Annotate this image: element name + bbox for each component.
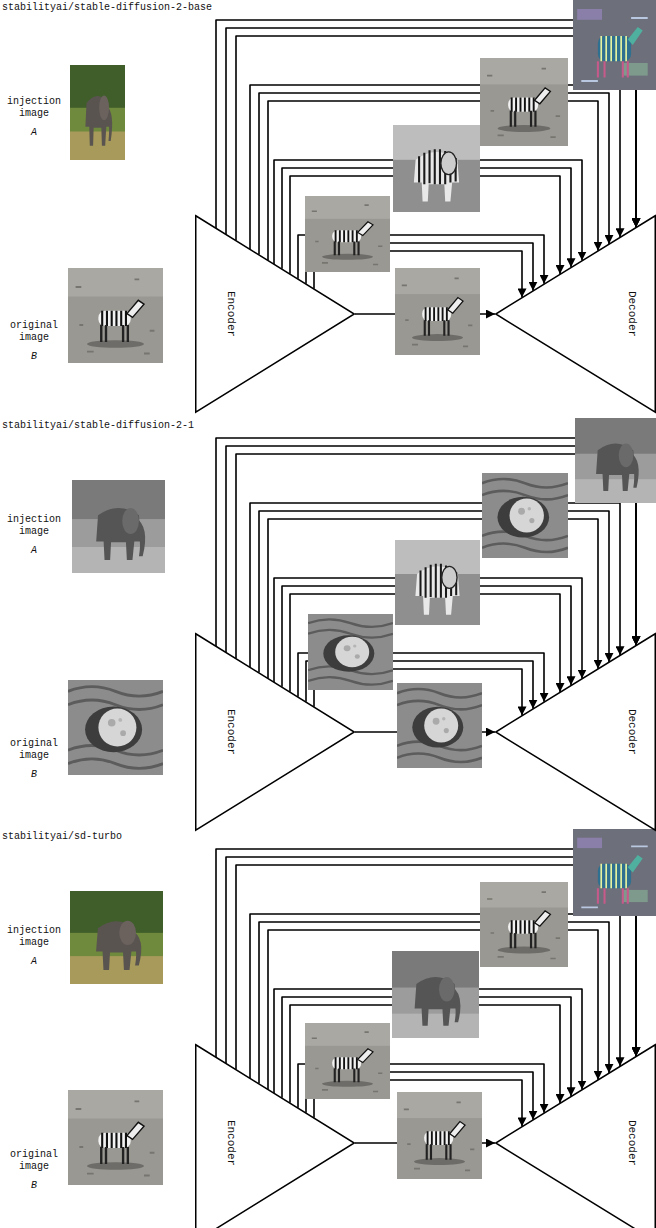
triangle-shape (496, 634, 656, 831)
injection-image (72, 480, 165, 573)
feature-image (305, 196, 390, 272)
decoder-label: Decoder (626, 1120, 638, 1166)
feature-image (482, 473, 568, 558)
image-caption: original image (2, 1149, 66, 1173)
bottleneck-image (397, 1092, 482, 1179)
triangle-shape (196, 634, 355, 831)
bottleneck-image (397, 683, 482, 768)
decoder-label: Decoder (626, 709, 638, 755)
encoder-label: Encoder (225, 1120, 237, 1166)
injection-image (70, 65, 125, 160)
image-symbol: B (2, 351, 66, 363)
feature-image (395, 540, 480, 625)
feature-image (393, 125, 480, 212)
image-caption: original image (2, 320, 66, 344)
encoder-block: Encoder (195, 633, 355, 831)
skip-connection (216, 438, 636, 646)
model-title: stabilityai/sd-turbo (2, 831, 122, 843)
triangle-shape (496, 1045, 656, 1228)
feature-image (573, 829, 656, 916)
decoder-label: Decoder (626, 291, 638, 337)
triangle-outline (195, 633, 355, 831)
image-symbol: A (2, 127, 66, 139)
feature-image (305, 1023, 390, 1099)
triangle-outline (195, 215, 355, 413)
triangle-outline (195, 1044, 355, 1228)
decoder-block: Decoder (495, 1044, 656, 1228)
image-caption: injection image (2, 96, 66, 120)
image-caption: original image (2, 738, 66, 762)
image-symbol: A (2, 956, 66, 968)
original-image (68, 268, 163, 363)
triangle-shape (496, 216, 656, 413)
image-caption: injection image (2, 925, 66, 949)
model-title: stabilityai/stable-diffusion-2-base (2, 2, 212, 14)
skip-connection (226, 446, 636, 652)
triangle-shape (196, 1045, 355, 1228)
feature-image (392, 951, 479, 1038)
model-title: stabilityai/stable-diffusion-2-1 (2, 420, 194, 432)
decoder-block: Decoder (495, 215, 656, 413)
feature-image (308, 614, 393, 690)
encoder-label: Encoder (225, 291, 237, 337)
original-image (68, 680, 163, 775)
triangle-shape (196, 216, 355, 413)
image-symbol: A (2, 545, 66, 557)
encoder-block: Encoder (195, 1044, 355, 1228)
original-image (68, 1090, 163, 1185)
image-caption: injection image (2, 514, 66, 538)
decoder-block: Decoder (495, 633, 656, 831)
feature-image (480, 58, 568, 146)
feature-image (575, 418, 656, 503)
injection-image (70, 891, 163, 984)
encoder-block: Encoder (195, 215, 355, 413)
image-symbol: B (2, 769, 66, 781)
encoder-label: Encoder (225, 709, 237, 755)
bottleneck-image (395, 268, 480, 355)
feature-image (573, 0, 656, 90)
feature-image (480, 882, 568, 967)
image-symbol: B (2, 1180, 66, 1192)
